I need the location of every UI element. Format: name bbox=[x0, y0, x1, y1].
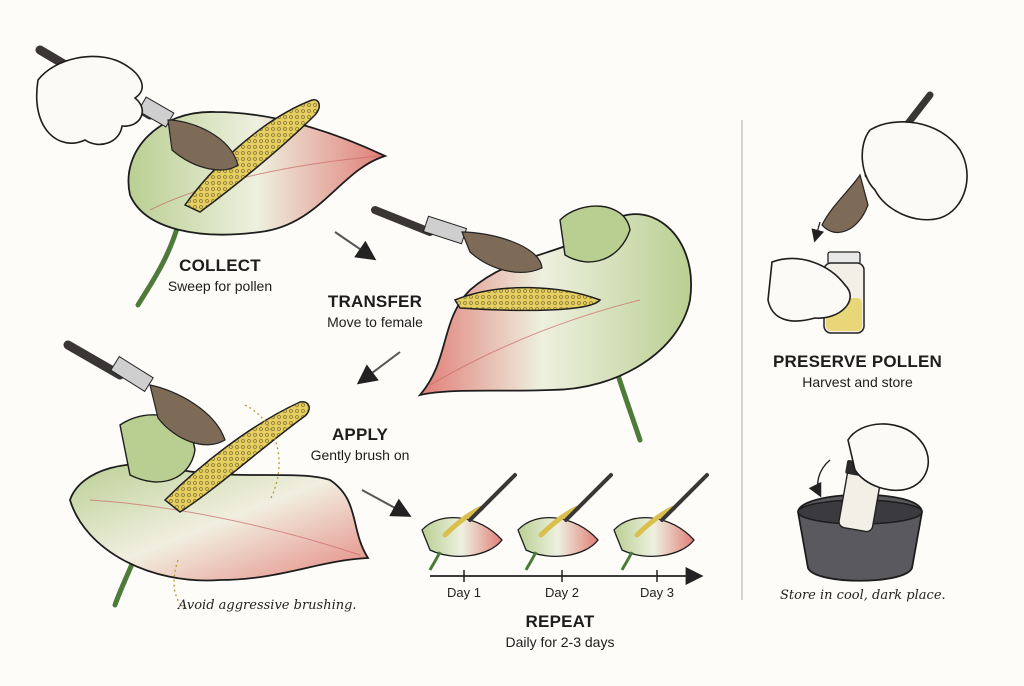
preserve-harvest-illustration bbox=[767, 91, 968, 334]
repeat-illustration bbox=[421, 473, 709, 585]
step-title: REPEAT bbox=[525, 612, 595, 631]
hand bbox=[861, 121, 968, 221]
timeline-day-1: Day 1 bbox=[447, 585, 481, 600]
flower-stem bbox=[135, 222, 181, 308]
arrow-transfer-apply bbox=[356, 351, 401, 385]
arrow-apply-repeat bbox=[361, 489, 412, 517]
timeline-day-2: Day 2 bbox=[545, 585, 579, 600]
brush bbox=[63, 340, 226, 446]
step-subtitle: Daily for 2-3 days bbox=[505, 634, 615, 650]
step-transfer: TRANSFER Move to female bbox=[310, 292, 440, 330]
storage-note: Store in cool, dark place. bbox=[780, 588, 946, 603]
spathe-leaf bbox=[127, 111, 388, 236]
step-subtitle: Move to female bbox=[327, 314, 423, 330]
brush bbox=[371, 206, 543, 273]
step-preserve: PRESERVE POLLEN Harvest and store bbox=[765, 352, 950, 390]
hand bbox=[767, 257, 851, 322]
step-subtitle: Sweep for pollen bbox=[167, 278, 273, 294]
step-title: COLLECT bbox=[179, 256, 261, 275]
step-apply: APPLY Gently brush on bbox=[295, 425, 425, 463]
step-subtitle: Harvest and store bbox=[802, 374, 913, 390]
step-title: APPLY bbox=[331, 425, 389, 444]
small-flower-day-2 bbox=[517, 473, 613, 571]
hand bbox=[847, 423, 930, 492]
transfer-illustration bbox=[371, 205, 692, 443]
step-title: PRESERVE POLLEN bbox=[773, 352, 942, 371]
step-subtitle: Gently brush on bbox=[310, 447, 410, 463]
step-repeat: REPEAT Daily for 2-3 days bbox=[490, 612, 630, 650]
timeline-day-3: Day 3 bbox=[640, 585, 674, 600]
step-collect: COLLECT Sweep for pollen bbox=[160, 256, 280, 294]
hand bbox=[35, 55, 144, 146]
apply-illustration bbox=[63, 340, 370, 611]
preserve-store-illustration bbox=[797, 423, 930, 582]
small-flower-day-1 bbox=[421, 473, 517, 571]
step-title: TRANSFER bbox=[327, 292, 423, 311]
apply-warning-note: Avoid aggressive brushing. bbox=[178, 598, 357, 613]
small-flower-day-3 bbox=[613, 473, 709, 571]
arrow-collect-transfer bbox=[334, 231, 377, 261]
collect-illustration bbox=[35, 45, 388, 308]
